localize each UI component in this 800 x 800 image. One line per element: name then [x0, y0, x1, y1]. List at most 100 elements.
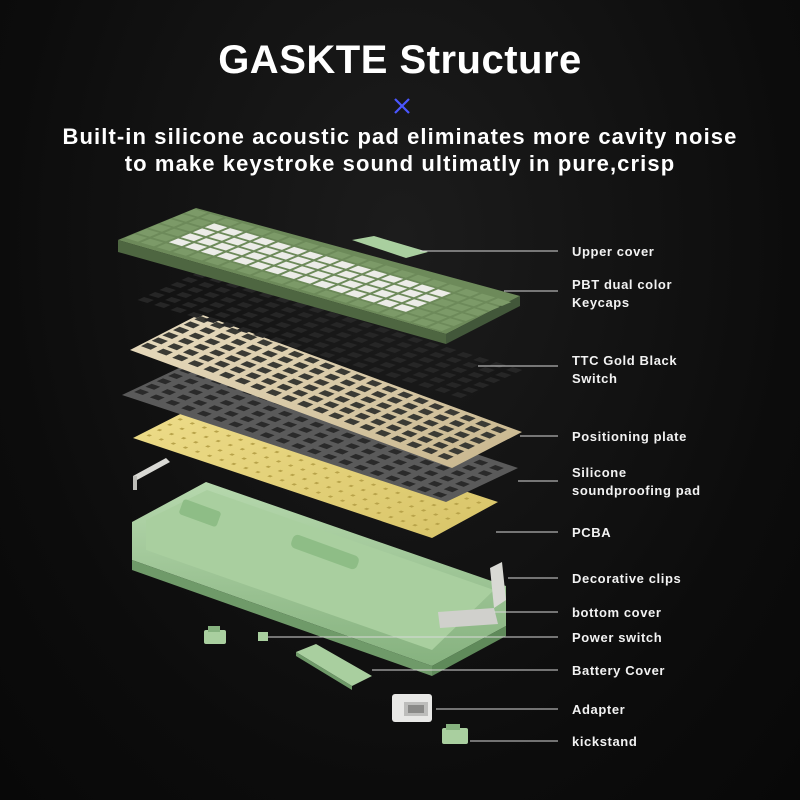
plate-hole — [225, 327, 242, 335]
switch — [423, 367, 440, 373]
keycap — [348, 299, 372, 308]
plate-hole — [302, 384, 319, 392]
pad-hole — [309, 421, 325, 428]
keycap — [160, 219, 184, 227]
pcb-dot — [339, 499, 346, 502]
keycap — [376, 265, 400, 274]
pcb-dot — [325, 486, 332, 489]
plate-hole — [411, 424, 429, 432]
pad-hole — [196, 410, 212, 417]
switch — [291, 302, 308, 308]
pad-hole — [439, 475, 455, 482]
pcb-dot — [286, 454, 292, 458]
switch — [352, 337, 369, 343]
keycap — [256, 247, 280, 255]
plate-hole — [177, 337, 195, 345]
pcb-dot — [217, 449, 223, 452]
keycap — [180, 233, 204, 242]
pcb-dot — [300, 468, 306, 471]
switch — [231, 317, 248, 323]
keycap — [364, 270, 388, 279]
keycap — [332, 261, 356, 269]
keycap — [432, 298, 456, 307]
keycap — [396, 313, 420, 322]
plate-hole — [241, 333, 258, 341]
plate-hole — [292, 362, 310, 369]
plate-hole — [235, 350, 252, 357]
label-kickstand: kickstand — [572, 734, 638, 749]
switch — [258, 292, 275, 298]
plate-hole — [214, 333, 232, 340]
switch — [407, 337, 424, 343]
pad-hole — [462, 464, 477, 471]
keycap — [252, 237, 276, 246]
pad-hole — [466, 475, 482, 482]
switch — [335, 332, 352, 338]
switch — [159, 287, 176, 293]
plate-hole — [141, 342, 158, 350]
switch — [478, 367, 495, 373]
plate-hole — [360, 396, 377, 404]
switch — [302, 347, 319, 353]
pad-hole — [455, 481, 470, 487]
plate-hole — [214, 360, 231, 368]
plate-hole — [381, 385, 398, 393]
switch — [385, 372, 402, 378]
keycap — [368, 280, 392, 288]
plate-hole — [276, 383, 293, 391]
keycap — [408, 274, 432, 283]
pcb-dot — [334, 471, 341, 474]
pad-hole — [376, 454, 392, 460]
label-adapter: Adapter — [572, 702, 626, 717]
switch — [198, 282, 215, 288]
plate-hole — [385, 424, 402, 432]
keycap — [212, 242, 236, 251]
switch — [181, 302, 198, 308]
plate-hole — [338, 407, 356, 414]
pad-hole — [428, 480, 443, 487]
label-upper-cover: Upper cover — [572, 244, 655, 259]
switch — [363, 357, 380, 363]
plate-hole — [272, 345, 289, 352]
plate-hole — [312, 406, 329, 414]
pad-hole — [259, 432, 275, 439]
keycap — [172, 214, 196, 222]
keycap — [316, 256, 340, 264]
pcb-dot — [267, 475, 273, 478]
keycap — [220, 228, 244, 236]
plate-hole — [391, 408, 408, 415]
switch — [236, 327, 253, 333]
keycap — [436, 308, 460, 317]
pcb-dot — [265, 465, 272, 468]
plate-hole — [151, 337, 168, 345]
switch — [434, 362, 451, 368]
switch — [434, 387, 451, 393]
plate-hole — [255, 366, 273, 374]
keycap — [264, 232, 288, 241]
pad-hole — [192, 399, 208, 406]
switch — [313, 317, 330, 323]
plate-hole — [375, 402, 393, 410]
switches-part — [137, 272, 523, 398]
keycap — [316, 290, 340, 299]
switch — [209, 302, 226, 308]
adapter-part — [392, 694, 432, 722]
pcb-dot — [362, 498, 368, 501]
switch — [198, 307, 215, 313]
pad-hole — [203, 394, 219, 401]
plate-hole — [250, 383, 267, 391]
plate-hole — [324, 373, 341, 381]
switch — [396, 342, 413, 348]
switch — [506, 367, 523, 373]
plate-hole — [329, 384, 346, 392]
plate-hole — [319, 362, 336, 370]
switch — [220, 297, 237, 303]
pad-hole — [403, 454, 419, 460]
pad-hole — [228, 421, 244, 428]
pad-hole — [302, 437, 318, 444]
switch — [357, 322, 374, 328]
pcb-dot — [374, 502, 380, 505]
plate-hole — [448, 447, 465, 455]
pcb-dot — [351, 503, 358, 506]
switch — [379, 337, 396, 343]
